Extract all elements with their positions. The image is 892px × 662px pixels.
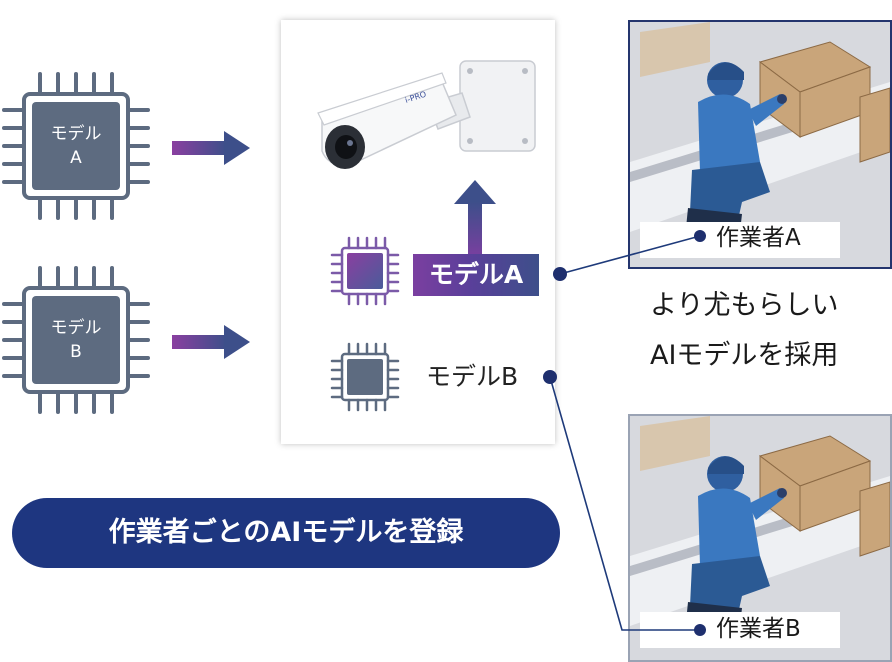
arrow-right-icon — [172, 325, 250, 359]
worker-a-label: 作業者A — [716, 225, 801, 251]
chip-icon — [330, 236, 400, 306]
worker-a-label-box — [640, 222, 840, 258]
connector-dot — [553, 267, 567, 281]
chip-model-b: モデル B — [0, 264, 152, 416]
chip-model-a: モデル A — [0, 70, 152, 222]
chip-label-line1: モデル — [50, 318, 102, 338]
chip-label-line2: A — [70, 148, 82, 168]
model-b-label: モデルB — [426, 362, 519, 391]
chip-icon — [2, 266, 150, 414]
chip-icon — [2, 72, 150, 220]
connector-dot — [694, 624, 706, 636]
security-camera-icon: i-PRO — [317, 60, 536, 169]
connector-dot — [543, 370, 557, 384]
chip-icon — [330, 342, 400, 412]
model-a-selected-label: モデルA — [413, 254, 539, 296]
register-banner: 作業者ごとのAIモデルを登録 — [12, 498, 560, 568]
worker-b-label: 作業者B — [716, 616, 801, 642]
connector-dot — [694, 230, 706, 242]
chip-label-line1: モデル — [50, 124, 102, 144]
caption-line2: AIモデルを採用 — [650, 340, 839, 371]
caption-line1: より尤もらしい — [650, 290, 839, 321]
arrow-right-icon — [172, 131, 250, 165]
arrow-up-icon — [454, 180, 496, 258]
chip-label-line2: B — [70, 342, 82, 362]
